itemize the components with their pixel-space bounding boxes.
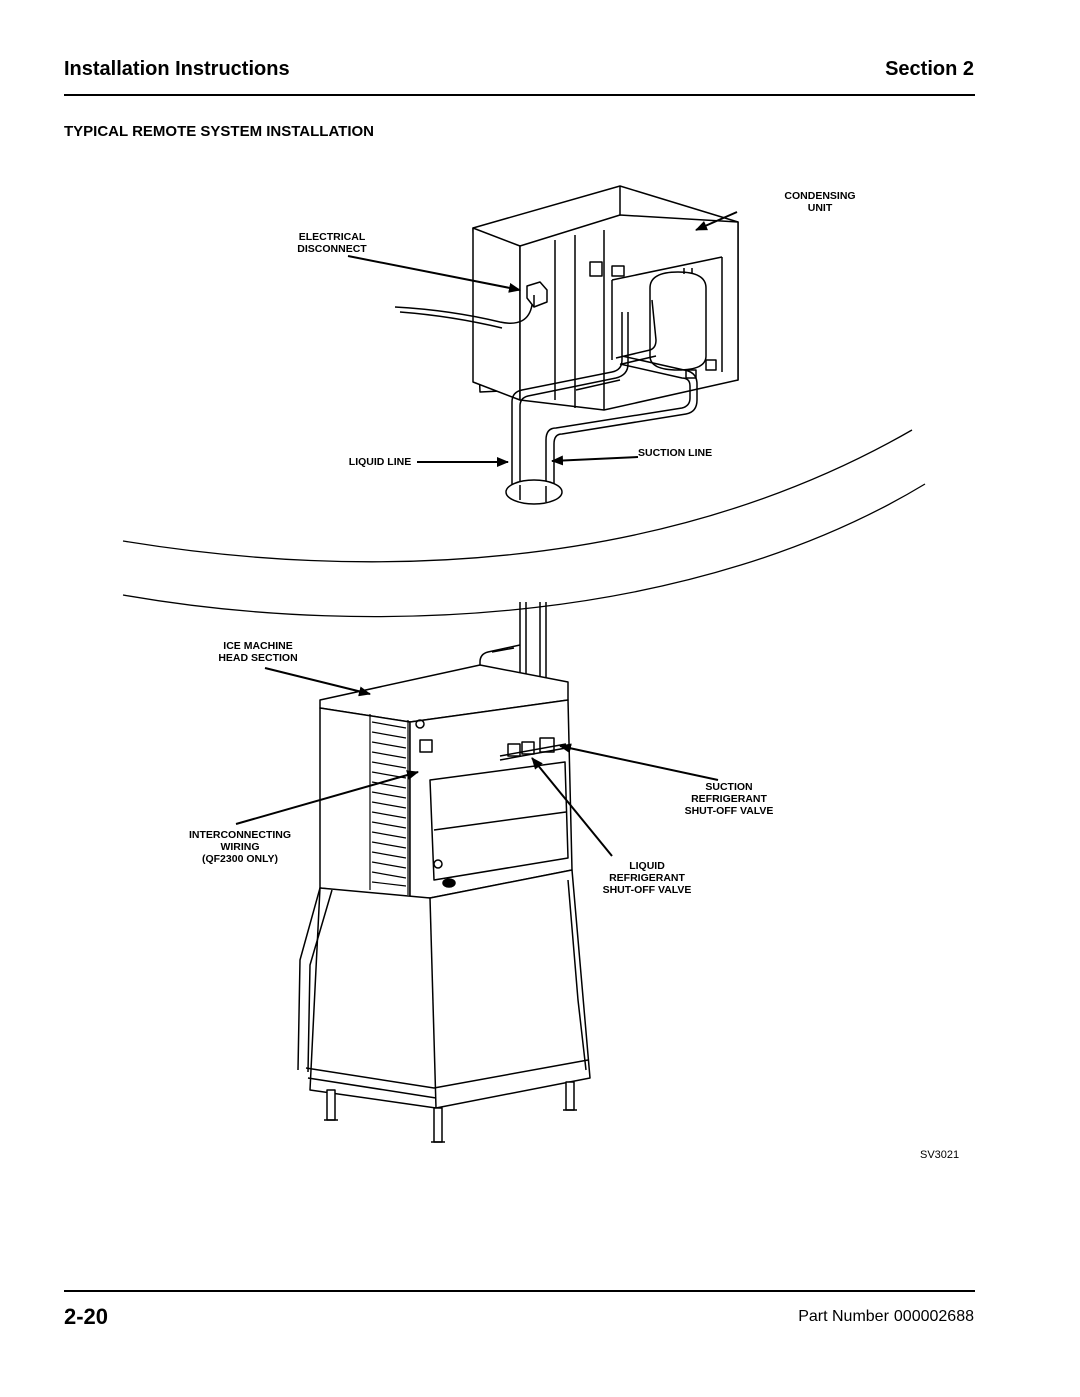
part-number-label: Part Number [798,1308,889,1325]
section-heading: TYPICAL REMOTE SYSTEM INSTALLATION [64,123,375,140]
part-number-value: 000002688 [893,1308,974,1325]
header-rule [64,94,975,96]
label-line: SHUT-OFF VALVE [684,805,774,817]
label-line: SHUT-OFF VALVE [602,884,692,896]
header-section: Section 2 [885,58,974,80]
figure-id: SV3021 [920,1149,960,1161]
label-suction-line: SUCTION LINE [638,447,728,459]
building-slab [122,429,926,618]
label-suction-valve: SUCTION REFRIGERANT SHUT-OFF VALVE [674,781,784,817]
label-line: LIQUID [629,860,665,872]
label-line: REFRIGERANT [691,793,767,805]
label-line: DISCONNECT [297,243,367,255]
header-title: Installation Instructions [64,58,290,80]
ice-storage-bin [297,869,591,1143]
label-line: ELECTRICAL [298,231,366,243]
label-liquid-valve: LIQUID REFRIGERANT SHUT-OFF VALVE [592,860,702,896]
label-line: WIRING [220,841,260,853]
roof-line-sets [511,299,698,490]
label-ice-machine-head: ICE MACHINE HEAD SECTION [206,640,310,664]
ice-machine-head [319,664,573,899]
label-condensing-unit: CONDENSING UNIT [772,190,868,214]
label-line: SUCTION LINE [638,447,713,459]
label-line: REFRIGERANT [609,872,685,884]
label-liquid-line: LIQUID LINE [342,456,418,468]
label-electrical-disconnect: ELECTRICAL DISCONNECT [284,231,380,255]
label-line: HEAD SECTION [218,652,298,664]
label-line: (QF2300 ONLY) [201,853,279,865]
label-line: LIQUID LINE [348,456,412,468]
footer-rule [64,1290,975,1292]
label-line: INTERCONNECTING [188,829,292,841]
label-line: SUCTION [705,781,753,793]
label-interconnecting-wiring: INTERCONNECTING WIRING (QF2300 ONLY) [176,829,304,865]
condensing-unit [472,185,739,411]
page-number: 2-20 [64,1304,109,1329]
label-line: UNIT [807,202,833,214]
label-line: ICE MACHINE [223,640,293,652]
label-line: CONDENSING [784,190,856,202]
